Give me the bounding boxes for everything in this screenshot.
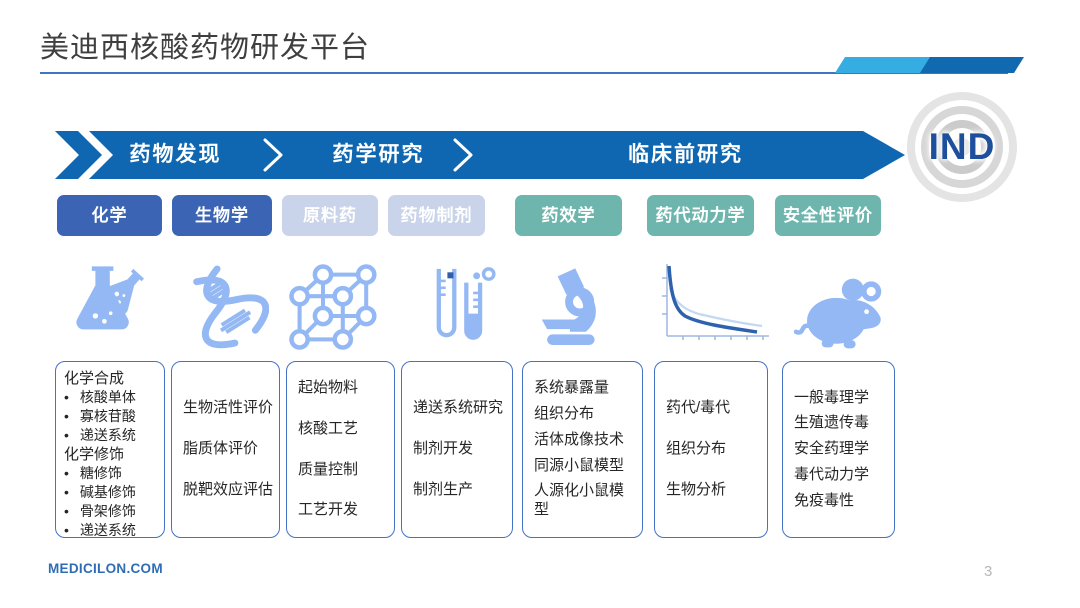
- box-item-line: 制剂生产: [413, 480, 474, 498]
- category-chip-biology[interactable]: 生物学: [172, 195, 272, 236]
- box-item-line: 质量控制: [298, 460, 359, 478]
- category-chip-formulation[interactable]: 药物制剂: [388, 195, 485, 236]
- category-chip-pharmacokinetics[interactable]: 药代动力学: [647, 195, 754, 236]
- test-tubes-icon: [436, 267, 496, 340]
- category-chip-safety-evaluation[interactable]: 安全性评价: [775, 195, 881, 236]
- box-item-bullet: 碱基修饰: [60, 483, 160, 502]
- flow-stage-preclinical-research: 临床前研究: [628, 143, 743, 166]
- box-item-line: 脱靶效应评估: [183, 480, 274, 498]
- box-item-bullet: 递送系统: [60, 426, 160, 445]
- dna-helix-icon: [193, 265, 269, 349]
- content-box-formulation: 递送系统研究制剂开发制剂生产: [401, 361, 513, 538]
- box-item-line: 安全药理学: [794, 440, 870, 458]
- box-item-line: 系统暴露量: [534, 379, 610, 397]
- content-box-toxicology: 一般毒理学生殖遗传毒安全药理学毒代动力学免疫毒性: [782, 361, 895, 538]
- content-box-chemistry: 化学合成核酸单体寡核苷酸递送系统化学修饰糖修饰碱基修饰骨架修饰递送系统: [55, 361, 165, 538]
- chevron-separator-icon: [453, 138, 473, 172]
- category-chip-chemistry[interactable]: 化学: [57, 195, 162, 236]
- box-item-line: 工艺开发: [298, 501, 359, 519]
- molecule-network-icon: [289, 264, 377, 350]
- content-box-biology: 生物活性评价脂质体评价脱靶效应评估: [171, 361, 280, 538]
- box-item-bullet: 寡核苷酸: [60, 407, 160, 426]
- box-item-bullet: 递送系统: [60, 521, 160, 540]
- box-item-bullet: 骨架修饰: [60, 502, 160, 521]
- arrow-lead-chevron: [55, 131, 102, 179]
- box-item-line: 核酸工艺: [298, 419, 359, 437]
- box-item-line: 生物分析: [666, 480, 727, 498]
- box-item-line: 生殖遗传毒: [794, 414, 870, 432]
- box-item-line: 药代/毒代: [666, 399, 731, 417]
- box-item-line: 递送系统研究: [413, 399, 504, 417]
- category-chip-pharmacodynamics[interactable]: 药效学: [515, 195, 622, 236]
- box-item-line: 同源小鼠模型: [534, 456, 625, 474]
- content-box-pharmacokinetics: 药代/毒代组织分布生物分析: [654, 361, 768, 538]
- chevron-separator-icon: [263, 138, 283, 172]
- box-item-line: 人源化小鼠模型: [534, 482, 625, 518]
- process-flow-arrow: [55, 131, 905, 179]
- box-item-line: 起始物料: [298, 379, 359, 396]
- title-underline: [40, 72, 1008, 74]
- content-box-pharmacodynamics: 系统暴露量组织分布活体成像技术同源小鼠模型人源化小鼠模型: [522, 361, 643, 538]
- page-number: 3: [984, 563, 993, 580]
- category-chip-api[interactable]: 原料药: [282, 195, 378, 236]
- box-item-line: 免疫毒性: [794, 491, 855, 509]
- flow-stage-pharmaceutical-research: 药学研究: [332, 143, 425, 166]
- content-box-api: 起始物料核酸工艺质量控制工艺开发: [286, 361, 395, 538]
- microscope-icon: [541, 268, 596, 345]
- chemistry-flasks-icon: [76, 266, 145, 330]
- box-item-heading: 化学合成: [64, 370, 125, 387]
- box-item-line: 组织分布: [534, 405, 595, 422]
- ribbon-accent-light: [835, 57, 931, 73]
- arrow-bar: [89, 131, 905, 179]
- footer-website-link[interactable]: MEDICILON.COM: [48, 561, 163, 576]
- box-item-line: 活体成像技术: [534, 430, 625, 448]
- box-item-line: 一般毒理学: [794, 388, 870, 406]
- box-item-bullet: 核酸单体: [60, 388, 160, 407]
- ribbon-accent-dark: [920, 57, 1024, 73]
- mouse-icon: [794, 278, 882, 349]
- flow-stage-drug-discovery: 药物发现: [129, 143, 222, 166]
- box-item-line: 脂质体评价: [183, 440, 259, 458]
- box-item-line: 制剂开发: [413, 440, 474, 458]
- box-item-line: 毒代动力学: [794, 465, 870, 483]
- box-item-line: 组织分布: [666, 440, 727, 458]
- box-item-heading: 化学修饰: [64, 446, 125, 463]
- page-title: 美迪西核酸药物研发平台: [40, 32, 371, 64]
- ind-endpoint-label: IND: [928, 126, 996, 167]
- pk-curve-chart-icon: [662, 264, 769, 340]
- box-item-bullet: 糖修饰: [60, 464, 160, 483]
- target-rings-icon: [907, 92, 1017, 202]
- box-item-line: 生物活性评价: [183, 399, 274, 417]
